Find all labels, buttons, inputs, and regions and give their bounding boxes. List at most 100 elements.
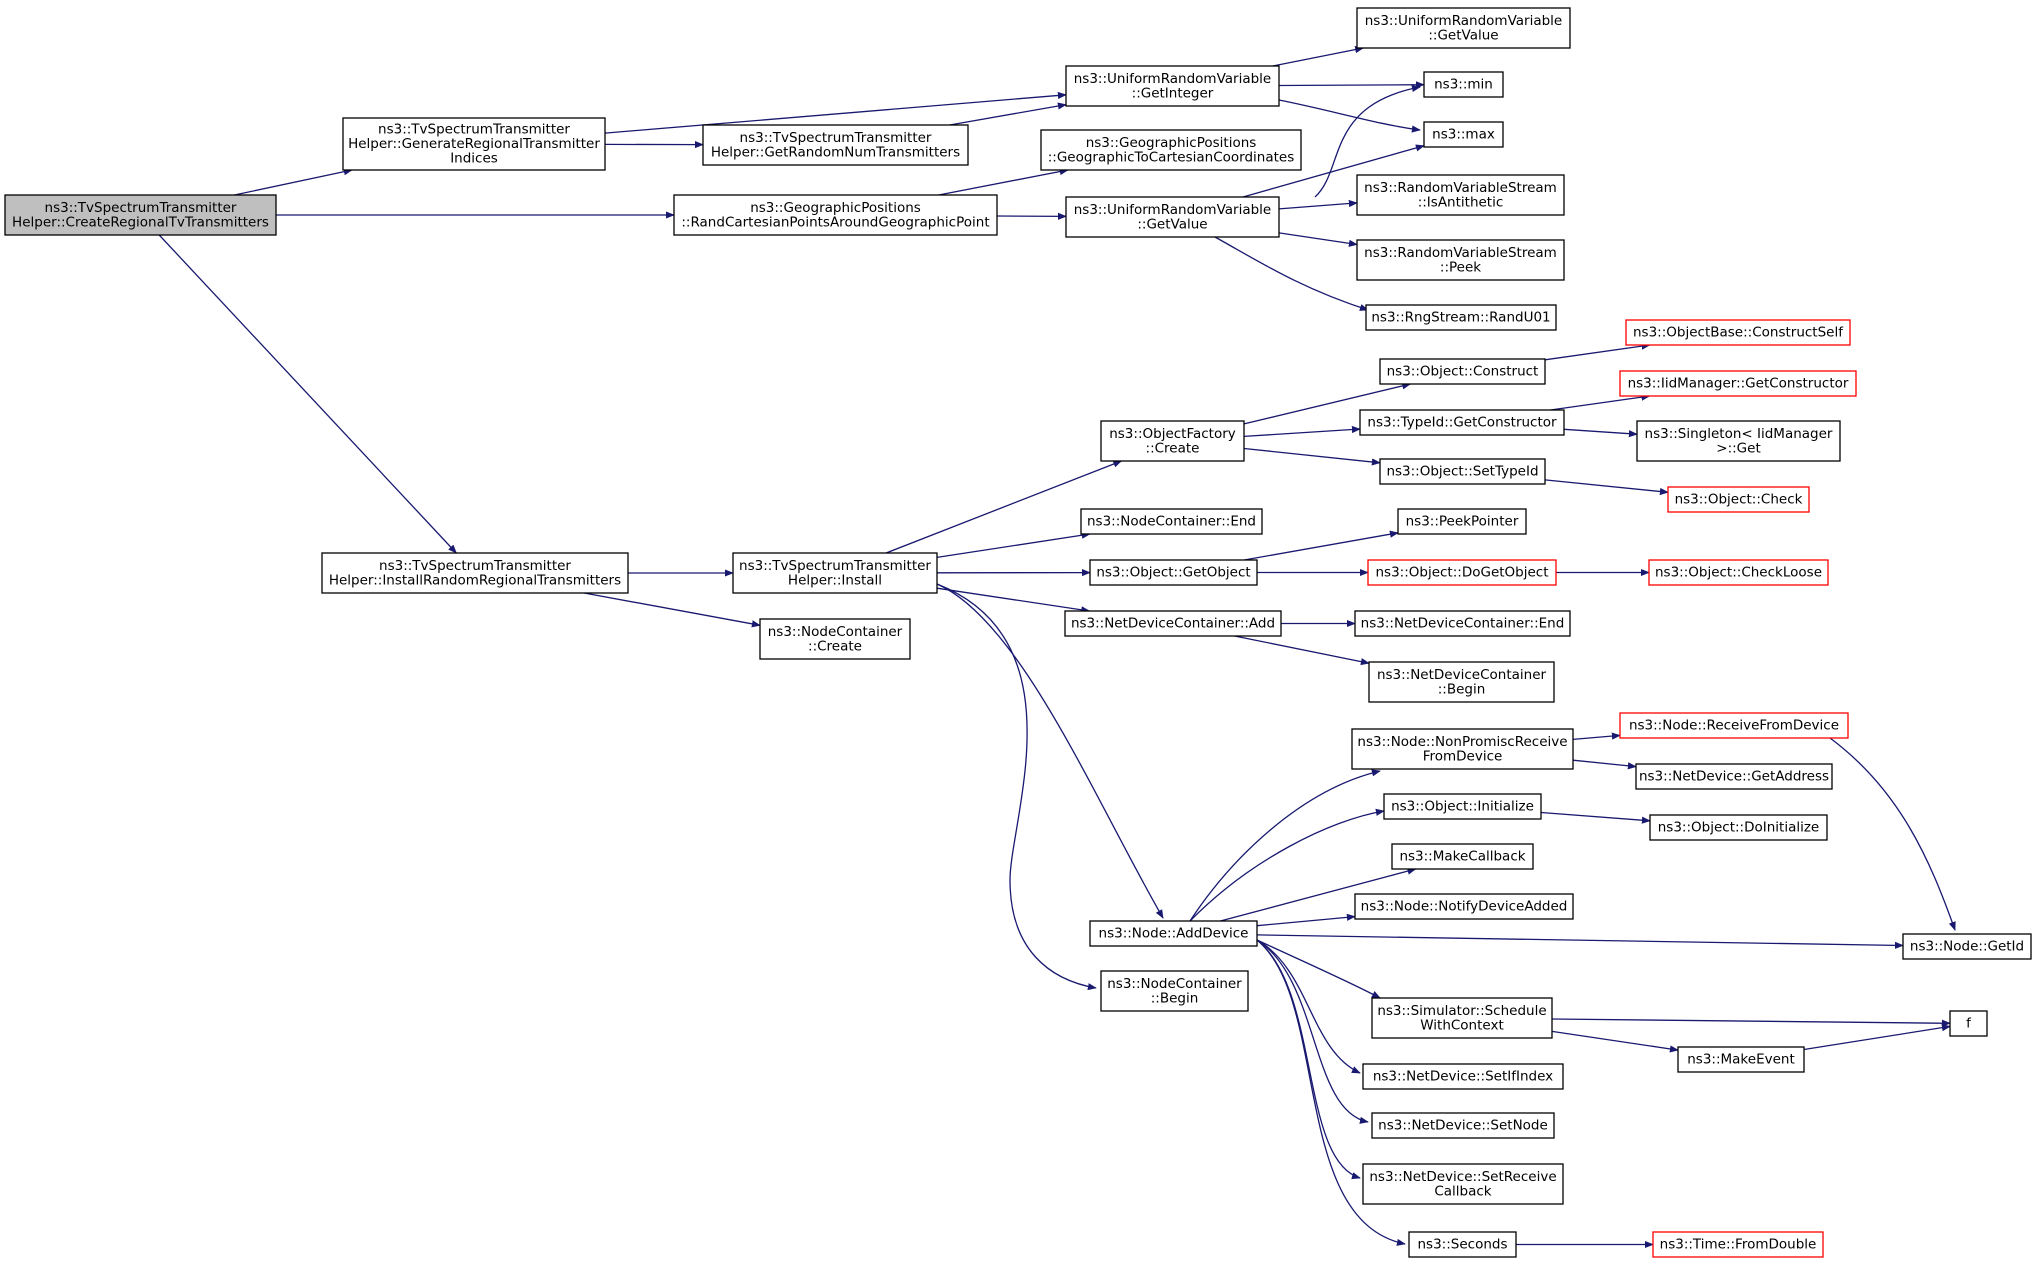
edge-uGetVal1-to-isAnti — [1278, 199, 1358, 210]
node-peek[interactable]: ns3::RandomVariableStream::Peek — [1356, 239, 1565, 281]
node-getRandNum[interactable]: ns3::TvSpectrumTransmitterHelper::GetRan… — [702, 124, 969, 166]
node-label-line: f — [1966, 1016, 1972, 1032]
node-label-line: ns3::NetDeviceContainer::Add — [1071, 616, 1275, 632]
node-box — [1619, 712, 1849, 739]
node-label-line: ::Create — [1146, 440, 1200, 456]
edge-genIdx-to-uGetInt — [604, 91, 1067, 134]
edge-getRandNum-to-uGetInt — [949, 102, 1067, 126]
node-tidGetCtor[interactable]: ns3::TypeId::GetConstructor — [1359, 409, 1565, 436]
node-label-line: ns3::RandomVariableStream — [1364, 245, 1557, 261]
node-recvFromDev[interactable]: ns3::Node::ReceiveFromDevice — [1619, 712, 1849, 739]
edge-installRand-to-ncCreate — [583, 592, 761, 628]
node-box — [1949, 1010, 1988, 1037]
edge-makeEvent-to-f — [1803, 1024, 1951, 1051]
node-label-line: ns3::Node::AddDevice — [1099, 926, 1249, 942]
node-setIfIndex[interactable]: ns3::NetDevice::SetIfIndex — [1362, 1063, 1564, 1090]
node-label-line: Indices — [450, 151, 498, 167]
node-getObject[interactable]: ns3::Object::GetObject — [1089, 559, 1258, 586]
node-seconds[interactable]: ns3::Seconds — [1408, 1231, 1517, 1258]
node-box — [1100, 420, 1245, 462]
node-box — [1089, 920, 1258, 947]
node-label-line: Helper::GenerateRegionalTransmitter — [348, 136, 600, 152]
edge-addDevice-to-objInit — [1189, 808, 1385, 922]
node-installRand[interactable]: ns3::TvSpectrumTransmitterHelper::Instal… — [321, 552, 629, 594]
node-setNode[interactable]: ns3::NetDevice::SetNode — [1371, 1112, 1555, 1139]
node-ncEnd[interactable]: ns3::NodeContainer::End — [1080, 508, 1263, 535]
node-label-line: ::Begin — [1151, 990, 1199, 1006]
node-min[interactable]: ns3::min — [1423, 71, 1504, 98]
node-label-line: ::RandCartesianPointsAroundGeographicPoi… — [681, 214, 989, 230]
node-label-line: ::GeographicToCartesianCoordinates — [1048, 149, 1295, 165]
node-label-line: ns3::Time::FromDouble — [1660, 1237, 1817, 1253]
node-obConstructSelf[interactable]: ns3::ObjectBase::ConstructSelf — [1625, 319, 1851, 346]
edge-addDevice-to-nonPromisc — [1189, 769, 1381, 922]
node-getAddress[interactable]: ns3::NetDevice::GetAddress — [1635, 763, 1833, 790]
node-box — [1354, 893, 1574, 920]
node-box — [1356, 174, 1565, 216]
edge-addDevice-to-getId — [1256, 934, 1904, 949]
node-ncCreate[interactable]: ns3::NodeContainer::Create — [759, 618, 911, 660]
node-ncBegin[interactable]: ns3::NodeContainer::Begin — [1100, 970, 1249, 1012]
node-uGetVal1[interactable]: ns3::UniformRandomVariable::GetValue — [1065, 196, 1280, 238]
node-isAnti[interactable]: ns3::RandomVariableStream::IsAntithetic — [1356, 174, 1565, 216]
edge-uGetVal1-to-peek — [1278, 232, 1358, 247]
node-getId[interactable]: ns3::Node::GetId — [1902, 933, 2032, 960]
node-checkLoose[interactable]: ns3::Object::CheckLoose — [1648, 559, 1829, 586]
node-box — [1356, 239, 1565, 281]
node-singletonGet[interactable]: ns3::Singleton< IidManager >::Get — [1636, 420, 1841, 462]
node-f[interactable]: f — [1949, 1010, 1988, 1037]
edge-uGetInt-to-uGetVal2 — [1272, 46, 1365, 67]
edge-install-to-ofCreate — [885, 460, 1123, 554]
node-install[interactable]: ns3::TvSpectrumTransmitterHelper::Instal… — [732, 552, 938, 594]
node-ndcAdd[interactable]: ns3::NetDeviceContainer::Add — [1064, 610, 1282, 637]
node-label-line: ns3::NodeContainer — [768, 624, 903, 640]
node-iidGetCtor[interactable]: ns3::IidManager::GetConstructor — [1619, 370, 1857, 397]
edge-uGetVal1-to-max — [1242, 144, 1425, 198]
node-objInit[interactable]: ns3::Object::Initialize — [1383, 793, 1542, 820]
node-makeEvent[interactable]: ns3::MakeEvent — [1677, 1046, 1805, 1073]
node-addDevice[interactable]: ns3::Node::AddDevice — [1089, 920, 1258, 947]
node-fromDouble[interactable]: ns3::Time::FromDouble — [1652, 1231, 1824, 1258]
node-doInit[interactable]: ns3::Object::DoInitialize — [1649, 814, 1828, 841]
edge-schedCtx-to-f — [1551, 1018, 1951, 1027]
edge-tidGetCtor-to-iidGetCtor — [1550, 393, 1651, 411]
node-label-line: ns3::Object::GetObject — [1096, 565, 1250, 581]
node-box — [1397, 508, 1527, 535]
node-label-line: ns3::NetDevice::SetReceive — [1369, 1169, 1556, 1185]
node-ofCreate[interactable]: ns3::ObjectFactory::Create — [1100, 420, 1245, 462]
node-uGetInt[interactable]: ns3::UniformRandomVariable::GetInteger — [1065, 65, 1280, 107]
node-makeCallback[interactable]: ns3::MakeCallback — [1391, 843, 1534, 870]
node-genIdx[interactable]: ns3::TvSpectrumTransmitterHelper::Genera… — [342, 117, 606, 171]
edge-ofCreate-to-objConstruct — [1243, 382, 1412, 425]
node-label-line: Helper::GetRandomNumTransmitters — [711, 144, 960, 160]
node-uGetVal2[interactable]: ns3::UniformRandomVariable::GetValue — [1356, 7, 1571, 49]
node-peekPtr[interactable]: ns3::PeekPointer — [1397, 508, 1527, 535]
node-setTypeId[interactable]: ns3::Object::SetTypeId — [1379, 458, 1546, 485]
node-box — [1625, 319, 1851, 346]
edge-uGetInt-to-min — [1278, 81, 1425, 89]
node-box — [1677, 1046, 1805, 1073]
node-label-line: ns3::GeographicPositions — [1086, 135, 1257, 151]
node-randU01[interactable]: ns3::RngStream::RandU01 — [1365, 304, 1557, 331]
node-randCart[interactable]: ns3::GeographicPositions::RandCartesianP… — [673, 194, 998, 236]
node-label-line: ns3::NodeContainer::End — [1087, 514, 1256, 530]
node-notifyAdded[interactable]: ns3::Node::NotifyDeviceAdded — [1354, 893, 1574, 920]
node-box — [1667, 486, 1810, 513]
node-box — [1423, 71, 1504, 98]
node-label-line: ns3::Node::NotifyDeviceAdded — [1361, 899, 1568, 915]
node-objCheck[interactable]: ns3::Object::Check — [1667, 486, 1810, 513]
node-label-line: FromDevice — [1423, 748, 1503, 764]
edge-nonPromisc-to-getAddress — [1572, 759, 1637, 770]
node-geoToCart[interactable]: ns3::GeographicPositions::GeographicToCa… — [1040, 129, 1302, 171]
node-doGetObject[interactable]: ns3::Object::DoGetObject — [1367, 559, 1557, 586]
node-objConstruct[interactable]: ns3::Object::Construct — [1379, 358, 1546, 385]
node-max[interactable]: ns3::max — [1423, 121, 1504, 148]
edges-layer — [158, 46, 1956, 1249]
node-label-line: ns3::UniformRandomVariable — [1365, 13, 1563, 29]
node-ndcBegin[interactable]: ns3::NetDeviceContainer::Begin — [1368, 661, 1555, 703]
edge-uGetInt-to-max — [1278, 99, 1421, 133]
node-ndcEnd[interactable]: ns3::NetDeviceContainer::End — [1354, 610, 1571, 637]
